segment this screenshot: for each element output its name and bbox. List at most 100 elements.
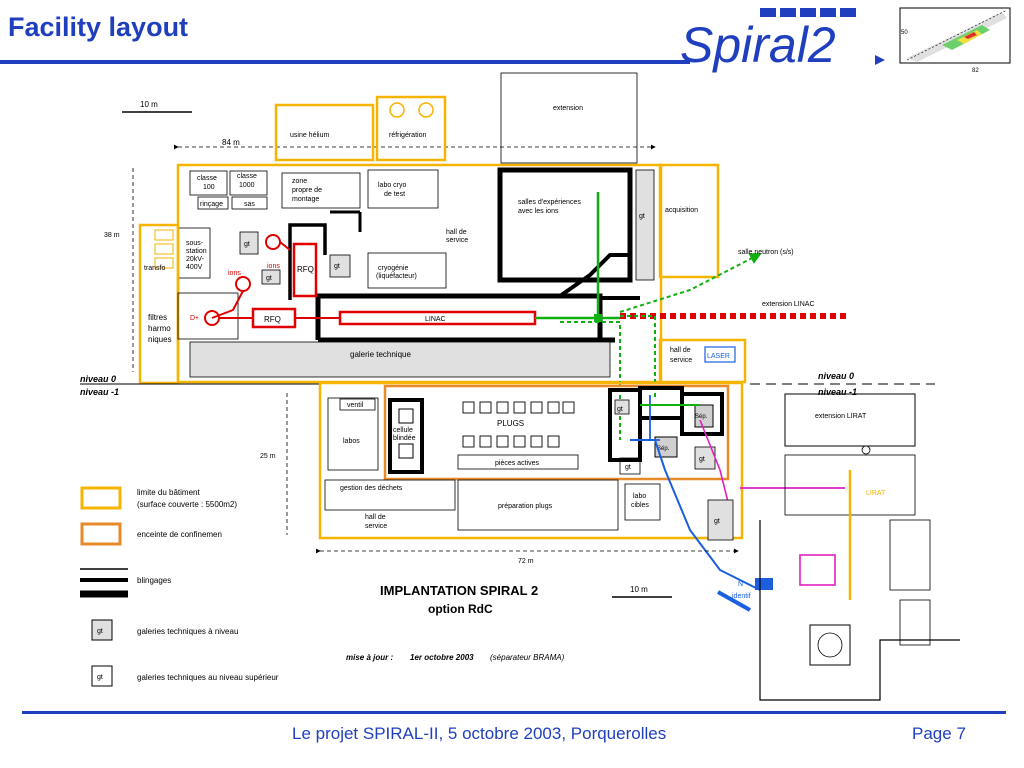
label-labo-cibles-a: labo [633,493,646,500]
label-cellule-a: cellule [393,427,413,434]
footer-page-number: 7 [956,724,966,743]
room-refrigeration [375,95,447,162]
label-extension-lirat: extension LIRAT [815,413,867,420]
label-gestion-dechets: gestion des déchets [340,485,403,492]
label-salle-neutron: salle neutron (s/s) [738,249,794,256]
dim-25m: 25 m [260,453,276,460]
label-ions-right: ions [267,263,280,270]
label-classe1000-b: 1000 [239,182,255,189]
room-usine-helium [274,103,375,162]
implantation-subtitle: option RdC [428,602,493,616]
label-refrigeration: réfrigération [389,132,426,139]
legend-limite-a: limite du bâtiment [137,488,200,497]
label-gt-3: gt [334,263,340,270]
title-underline [0,60,690,64]
label-labo-cibles-b: cibles [631,502,649,509]
label-rincage: rinçage [200,201,223,208]
building-lower [318,381,744,540]
label-transfo: transfo [144,265,166,272]
label-hall-service-a: hall de [446,229,467,236]
label-classe100-b: 100 [203,184,215,191]
scale-10m: 10 m [140,100,158,109]
spiral2-logo-text: Spiral2 [680,17,836,73]
label-gt-top: gt [639,213,645,220]
legend-limite-b: (surface couverte : 5500m2) [137,500,237,509]
spiral2-logo: Spiral2 50 82 [680,7,1011,74]
label-filtres-c: niques [148,335,172,344]
label-labo-cryo-a: labo cryo [378,182,407,189]
room-salles-experiences [497,167,633,283]
facility-plan: 10 m 84 m 38 m usine hélium réfrigératio… [80,72,960,701]
label-hall-c-a: hall de [365,514,386,521]
label-sous-b: station [186,248,207,255]
legend-blindages: blingages [137,576,171,585]
room-acquisition [658,163,720,279]
label-d-plus: D+ [190,315,199,322]
footer-page: Page 7 [912,724,966,744]
label-niveau-0-right: niveau 0 [818,371,854,381]
label-extension: extension [553,105,583,112]
implantation-title: IMPLANTATION SPIRAL 2 [380,583,538,598]
label-sep-1: Sép. [695,414,708,420]
label-rfq-bottom: RFQ [264,315,281,324]
label-labo-cryo-b: de test [384,191,405,198]
label-zone-b: propre de [292,187,322,194]
label-pieces-actives: pièces actives [495,460,539,467]
label-acquisition: acquisition [665,207,698,214]
label-hall-b-a: hall de [670,347,691,354]
label-gt-6: gt [699,456,705,463]
label-labos: labos [343,438,360,445]
label-hall-b-b: service [670,357,692,364]
logo-chart-graphic [899,7,1011,64]
label-lirat: LIRAT [866,490,886,497]
legend-gt-sup-box: gt [97,674,103,681]
cellule-blindee [388,398,424,474]
dim-38m: 38 m [104,232,120,239]
legend-gt-niveau: galeries techniques à niveau [137,627,238,636]
label-salles-b: avec les ions [518,208,559,215]
footer-page-label: Page [912,724,952,743]
label-sas: sas [244,201,255,208]
legend-enceinte: enceinte de confinemen [137,530,222,539]
label-extension-linac: extension LINAC [762,301,815,308]
label-sous-c: 20kV- [186,256,205,263]
mise-a-jour-note: (séparateur BRAMA) [490,653,565,662]
label-hall-c-b: service [365,523,387,530]
label-linac: LINAC [425,316,446,323]
label-niveau-0: niveau 0 [80,374,116,384]
label-sep-2: Sép. [657,446,670,452]
label-usine-helium: usine hélium [290,132,329,139]
mise-a-jour-label: mise à jour : [346,653,393,662]
logo-arrow-icon [875,55,885,65]
label-gt-2: gt [266,275,272,282]
legend-gt-niveau-box: gt [97,628,103,635]
label-n-identif-b: identif [732,593,751,600]
label-zone-c: montage [292,196,319,203]
label-classe100-a: classe [197,175,217,182]
label-zone-a: zone [292,178,307,185]
label-gt-5: gt [625,464,631,471]
label-filtres-a: filtres [148,313,167,322]
label-laser: LASER [707,353,730,360]
footer-text: Le projet SPIRAL-II, 5 octobre 2003, Por… [292,724,667,743]
label-rfq-top: RFQ [297,265,314,274]
plugs-grid-top [462,401,575,414]
confinement-enclosure [383,384,730,481]
label-sous-a: sous- [186,240,204,247]
label-hall-service-b: service [446,237,468,244]
label-gt-7: gt [714,518,720,525]
label-cryogenie-a: cryogénie [378,265,408,272]
logo-tick-a: 50 [901,30,908,36]
label-classe1000-a: classe [237,173,257,180]
label-n-identif-a: N [738,581,743,588]
page-title: Facility layout [8,12,189,42]
logo-tick-b: 82 [972,68,979,74]
label-cryogenie-b: (liquéfacteur) [376,273,417,280]
label-ions-left: ions [228,270,241,277]
label-plugs: PLUGS [497,419,524,428]
mise-a-jour-date: 1er octobre 2003 [410,653,474,662]
label-gt-1: gt [244,241,250,248]
label-ventil: ventil [347,402,364,409]
logo-pixel-banner [760,8,856,17]
label-filtres-b: harmo [148,324,171,333]
